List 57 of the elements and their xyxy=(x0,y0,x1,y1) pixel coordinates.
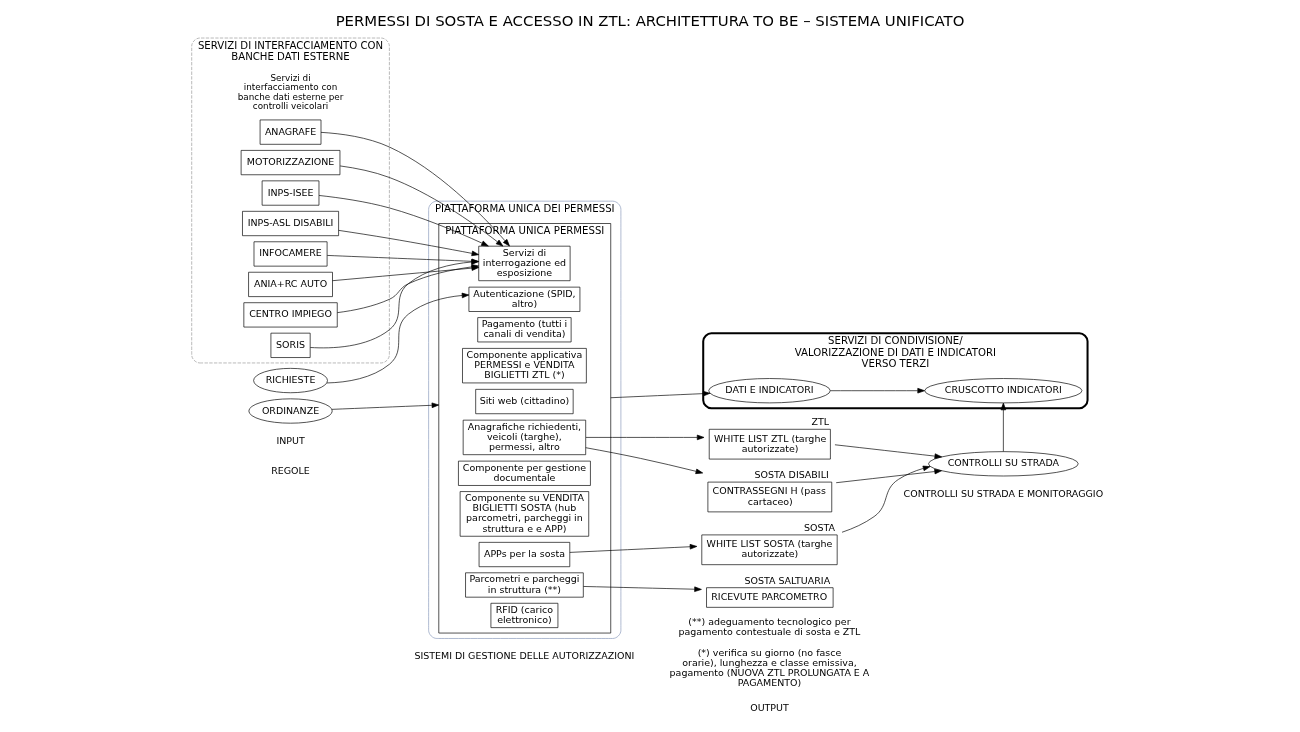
arrow xyxy=(318,195,489,247)
arrow xyxy=(585,447,704,474)
node-ellipse: CRUSCOTTO INDICATORI xyxy=(924,378,1083,404)
arrow xyxy=(326,255,479,265)
node-ellipse: RICHIESTE xyxy=(253,368,328,394)
label: OUTPUT xyxy=(750,702,789,714)
label: INPUT xyxy=(276,434,305,446)
arrow xyxy=(610,390,711,399)
arrow xyxy=(1000,402,1007,452)
arrow xyxy=(339,165,504,247)
node-ellipse: ORDINANZE xyxy=(248,398,333,424)
node-box: Componente applicativa PERMESSI e VENDITA BIGLIETTI ZTL (*) xyxy=(462,348,587,384)
node-box: Anagrafiche richiedenti, veicoli (targhe), permessi, altro xyxy=(462,419,587,455)
node-box: Parcometri e parcheggi in struttura (**) xyxy=(465,572,584,598)
arrow xyxy=(326,292,470,384)
node-box: RICEVUTE PARCOMETRO xyxy=(706,587,834,608)
node-box: Servizi di interrogazione ed esposizione xyxy=(478,245,571,282)
label: CONTROLLI SU STRADA E MONITORAGGIO xyxy=(903,487,1104,499)
node-label: SOSTA xyxy=(804,521,836,533)
label: Servizi di interfacciamento con banche dati esterne per controlli veicolari xyxy=(237,72,344,112)
node-box: ANIA+RC AUTO xyxy=(248,271,333,297)
node-box: WHITE LIST ZTL (targhe autorizzate) xyxy=(708,428,831,460)
node-box: MOTORIZZAZIONE xyxy=(240,150,341,176)
node-box: SORIS xyxy=(270,332,311,358)
node-box: Pagamento (tutti i canali di vendita) xyxy=(477,317,572,343)
node-box: WHITE LIST SOSTA (targhe autorizzate) xyxy=(701,534,838,565)
node-box: INPS-ISEE xyxy=(261,180,320,206)
node-box: RFID (carico elettronico) xyxy=(490,602,559,628)
arrow xyxy=(835,468,942,484)
arrow xyxy=(569,544,698,553)
arrow xyxy=(834,444,942,459)
arrow xyxy=(331,402,440,410)
node-box: Componente su VENDITA BIGLIETTI SOSTA (hub parcometri, parcheggi in struttura e e APP) xyxy=(459,491,590,537)
node-box: CENTRO IMPIEGO xyxy=(243,302,338,328)
node-box: INFOCAMERE xyxy=(253,241,328,267)
node-label: ZTL xyxy=(811,416,829,428)
diagram-title: PERMESSI DI SOSTA E ACCESSO IN ZTL: ARCHITETTURA TO BE – SISTEMA UNIFICATO xyxy=(335,11,965,30)
arrow xyxy=(585,434,705,441)
arrow xyxy=(583,586,702,592)
node-box: Componente per gestione documentale xyxy=(458,460,591,486)
label: REGOLE xyxy=(271,465,310,477)
arrow xyxy=(830,388,925,394)
node-ellipse: DATI E INDICATORI xyxy=(708,378,831,404)
arrow xyxy=(841,465,931,533)
label: (**) adeguamento tecnologico per pagamento contestuale di sosta e ZTL xyxy=(678,616,861,638)
node-box: APPs per la sosta xyxy=(478,542,571,568)
node-box: INPS-ASL DISABILI xyxy=(242,211,339,237)
node-label: SOSTA SALTUARIA xyxy=(744,574,831,586)
node-label: SOSTA DISABILI xyxy=(754,469,829,481)
label: (*) verifica su giorno (no fasce orarie), lunghezza e classe emissiva, pagamento (NUOVA ZTL PROLUNGATA E A PAGAMENTO) xyxy=(669,646,870,688)
node-box: Siti web (cittadino) xyxy=(475,389,574,415)
label: SISTEMI DI GESTIONE DELLE AUTORIZZAZIONI xyxy=(414,649,635,661)
arrow xyxy=(338,230,480,257)
node-box: Autenticazione (SPID, altro) xyxy=(468,286,581,312)
node-box: ANAGRAFE xyxy=(259,119,322,145)
node-box: CONTRASSEGNI H (pass cartaceo) xyxy=(707,481,833,513)
arrow xyxy=(320,132,510,247)
